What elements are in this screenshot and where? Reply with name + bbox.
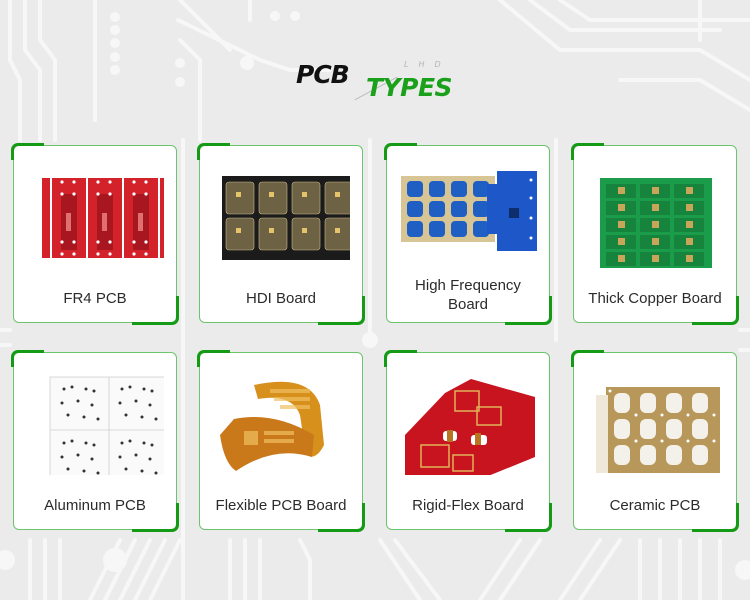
ceramic-pcb-image [596, 387, 720, 473]
title-types: TYPES [366, 73, 453, 102]
card-thick-copper-board[interactable]: Thick Copper Board [571, 143, 739, 325]
hdi-board-image [222, 176, 350, 260]
brand-mark: LHD [404, 60, 451, 69]
card-aluminum-pcb[interactable]: Aluminum PCB [11, 350, 179, 532]
title-pcb: PCB [296, 60, 350, 89]
high-frequency-board-image [401, 171, 537, 251]
card-hdi-board[interactable]: HDI Board [197, 143, 365, 325]
card-label: HDI Board [245, 290, 317, 307]
card-ceramic-pcb[interactable]: Ceramic PCB [571, 350, 739, 532]
card-label: Rigid-Flex Board [412, 497, 524, 514]
fr4-pcb-image [42, 178, 164, 258]
card-rigid-flex-board[interactable]: Rigid-Flex Board [384, 350, 552, 532]
aluminum-pcb-image [49, 376, 164, 475]
flexible-pcb-image [220, 381, 324, 471]
card-label: Ceramic PCB [609, 497, 701, 514]
card-flexible-pcb-board[interactable]: Flexible PCB Board [197, 350, 365, 532]
card-fr4-pcb[interactable]: FR4 PCB [11, 143, 179, 325]
card-label: FR4 PCB [63, 290, 127, 307]
rigid-flex-board-image [405, 379, 535, 475]
card-label: Thick Copper Board [588, 290, 722, 307]
card-label: Aluminum PCB [44, 497, 146, 514]
page-title: PCB LHD TYPES [296, 58, 466, 108]
card-high-frequency-board[interactable]: High Frequency Board [384, 143, 552, 325]
thick-copper-board-image [600, 178, 712, 268]
card-label: High Frequency Board [415, 277, 521, 313]
card-label: Flexible PCB Board [215, 497, 347, 514]
